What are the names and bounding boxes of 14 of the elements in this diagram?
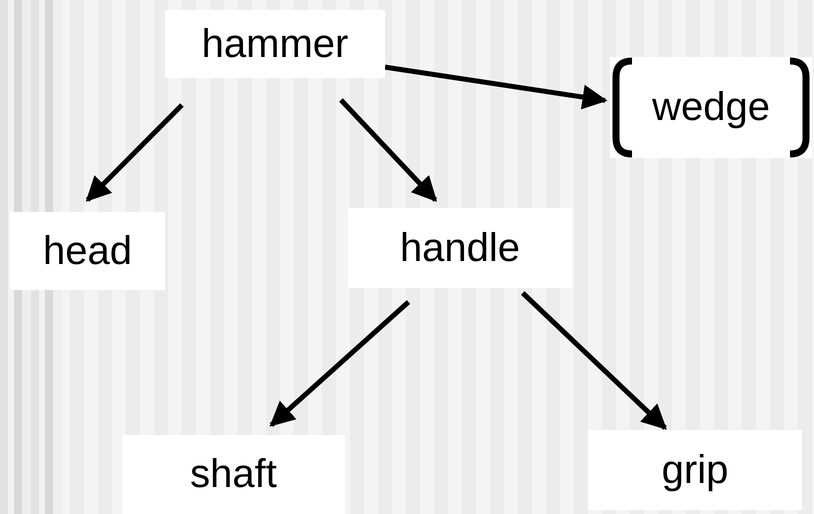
- arrow: [521, 291, 667, 430]
- arrow: [384, 64, 608, 110]
- label-box: [165, 10, 385, 78]
- node-label: wedge: [652, 85, 770, 130]
- label-box: [588, 430, 802, 510]
- node-label: handle: [400, 226, 520, 270]
- arrow: [86, 103, 184, 202]
- node-label: hammer: [202, 22, 348, 66]
- arrow: [339, 98, 438, 202]
- node-label: shaft: [190, 452, 277, 497]
- label-box: [10, 212, 165, 290]
- arrow: [270, 300, 410, 427]
- node-label: grip: [662, 448, 728, 492]
- node-label: head: [43, 228, 132, 274]
